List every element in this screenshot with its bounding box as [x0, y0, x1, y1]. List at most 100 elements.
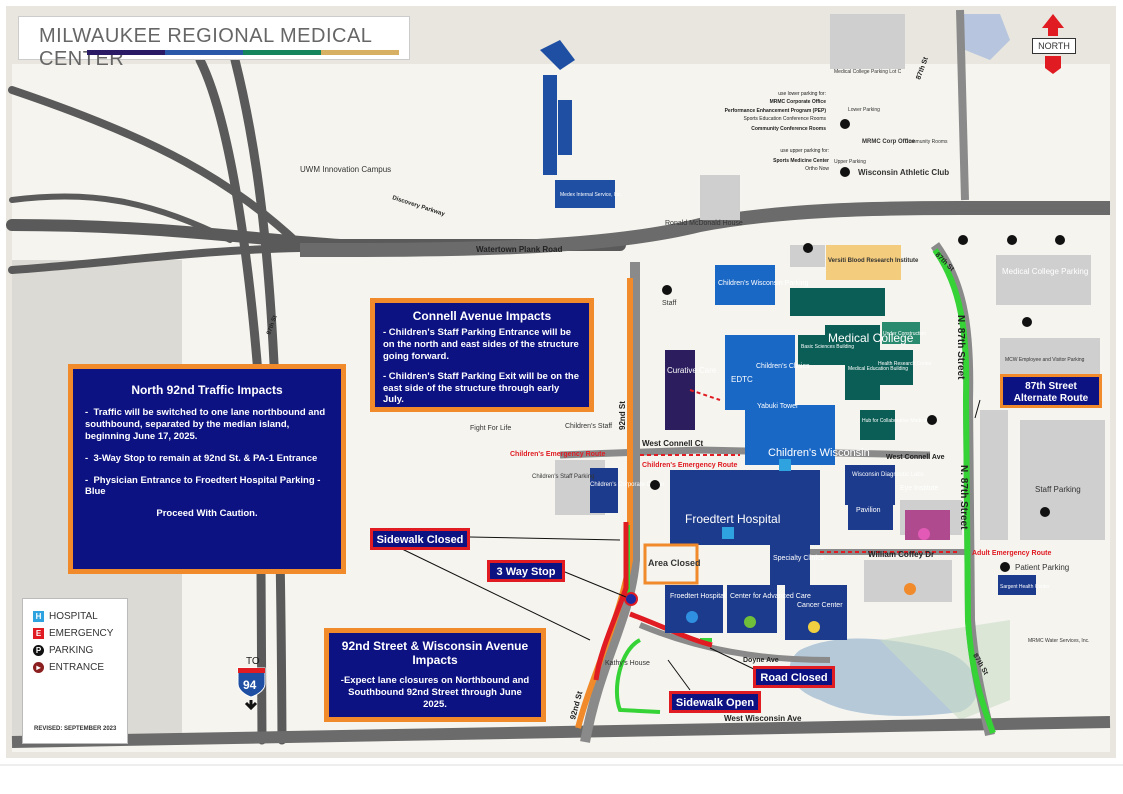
label-mcw-lotc: Medical College Parking Lot C: [834, 69, 902, 75]
wisconsin-body: -Expect lane closures on Northbound and …: [340, 675, 530, 710]
label-mrmc-water: MRMC Water Services, Inc.: [1028, 638, 1090, 644]
connell-title: Connell Avenue Impacts: [412, 309, 552, 323]
label-childrens-wisconsin: Children's Wisconsin: [768, 447, 870, 459]
highways: [6, 55, 626, 745]
froedtert-buildings: [590, 465, 1036, 640]
versiti-building: [826, 245, 901, 280]
hospital-markers: [722, 459, 791, 539]
i94-shield: [237, 667, 266, 711]
label-fight: Fight For Life: [470, 425, 511, 432]
label-wdl: Wisconsin Diagnostic Labs: [852, 472, 924, 478]
label-uwm: UWM Innovation Campus: [300, 165, 391, 174]
87th-north-road: [956, 9, 969, 201]
connell-p1: - Children's Staff Parking Entrance will…: [383, 327, 579, 362]
label-upper: Upper Parking: [834, 159, 866, 165]
title-bar-segment: [243, 50, 321, 55]
label-mcw-parking: Medical College Parking: [1002, 267, 1088, 276]
wisconsin-title: 92nd Street & Wisconsin Avenue Impacts: [341, 639, 529, 667]
note-lower-3: Community Conference Rooms: [751, 126, 826, 132]
street-childrens-er-2: Children's Emergency Route: [642, 462, 738, 469]
label-cw-clinics: Children's Clinics: [756, 363, 810, 370]
connell-road: [559, 446, 931, 459]
label-cw-parking: Children's Wisconsin Parking: [718, 280, 809, 287]
doyne-road: [638, 622, 831, 663]
watertown-plank-road: [299, 201, 1110, 257]
childrens-buildings: [715, 265, 835, 465]
note-upper-title: use upper parking for:: [780, 148, 829, 154]
i94-to: TO: [246, 656, 260, 667]
street-w-connell-ave: West Connell Ave: [886, 454, 945, 461]
title-bar-segment: [165, 50, 243, 55]
sidewalk-open-callout: Sidewalk Open: [669, 691, 761, 713]
north-92nd-item: - Physician Entrance to Froedtert Hospit…: [85, 474, 321, 498]
label-fh-small: Froedtert Hospital: [670, 593, 726, 600]
entrance-icon: ▸: [33, 662, 44, 673]
label-health-res: Health Research Center: [878, 361, 932, 367]
label-cs-staff: Children's Staff: [565, 423, 612, 430]
label-pavilion: Pavilion: [856, 507, 881, 514]
sidewalk-closed-callout: Sidewalk Closed: [370, 528, 470, 550]
label-ronald: Ronald McDonald House: [665, 220, 743, 227]
label-eye: Eye Institute: [900, 485, 939, 492]
street-87th-n-lower: N. 87th Street: [958, 465, 969, 530]
road-closed-callout: Road Closed: [753, 666, 835, 688]
label-mrmc-office: MRMC Corp Office: [862, 139, 916, 145]
map-title: MILWAUKEE REGIONAL MEDICAL CENTER: [39, 25, 372, 70]
medical-college-buildings: [790, 288, 913, 440]
title-bar-segment: [87, 50, 165, 55]
label-specialty-clinics: Specialty Clinics: [773, 555, 824, 562]
note-lower-2: Sports Education Conference Rooms: [743, 116, 826, 122]
north-92nd-panel: North 92nd Traffic Impacts - Traffic wil…: [68, 364, 346, 574]
hospital-icon: H: [33, 611, 44, 622]
area-closed-box: [643, 543, 699, 585]
title-color-bar: [87, 50, 399, 55]
street-w-wisconsin: West Wisconsin Ave: [724, 714, 802, 723]
north-92nd-title: North 92nd Traffic Impacts: [131, 383, 283, 397]
street-doyne: Doyne Ave: [743, 657, 779, 664]
north-92nd-item: - Traffic will be switched to one lane n…: [85, 407, 326, 442]
label-cw-corp: Children's Corporate Center: [590, 482, 665, 488]
map-title-box: MILWAUKEE REGIONAL MEDICAL CENTER: [18, 16, 410, 70]
note-upper-1: Ortho Now: [805, 166, 829, 172]
street-watertown: Watertown Plank Road: [476, 245, 562, 254]
label-yabuki: Yabuki Tower: [757, 403, 799, 410]
alt-route-callout: 87th Street Alternate Route: [1000, 374, 1102, 408]
street-adult-er: Adult Emergency Route: [972, 550, 1051, 557]
grey-buildings: [555, 14, 1105, 602]
label-edtc: EDTC: [731, 375, 753, 384]
callout-arrows: [399, 399, 981, 691]
label-hub: Hub for Collaborative Medicine: [862, 418, 931, 424]
green-87th-route: [932, 248, 996, 734]
note-upper-0: Sports Medicine Center: [773, 158, 829, 164]
wisconsin-panel: 92nd Street & Wisconsin Avenue Impacts -…: [324, 628, 546, 722]
street-87th-n: N. 87th Street: [955, 315, 966, 380]
street-childrens-er: Children's Emergency Route: [510, 451, 606, 458]
label-community: Community Rooms: [905, 139, 948, 145]
north-92nd-item: - 3-Way Stop to remain at 92nd St. & PA-…: [85, 452, 318, 464]
i94-num: 94: [243, 678, 257, 692]
92nd-street-road: [580, 262, 640, 743]
label-lower: Lower Parking: [848, 107, 880, 113]
pond-north: [960, 14, 1010, 60]
under-construction: [882, 322, 920, 344]
color-parking: [686, 528, 930, 633]
label-sargent: Sargent Health Center: [1000, 584, 1050, 590]
label-under-const: Under Construction: [883, 331, 926, 337]
north-buildings: [540, 40, 615, 208]
three-way-stop-callout: 3 Way Stop: [487, 560, 565, 582]
parking-icon: P: [33, 645, 44, 656]
note-lower-title: use lower parking for:: [778, 91, 826, 97]
connell-panel: Connell Avenue Impacts - Children's Staf…: [370, 298, 594, 412]
label-area-closed: Area Closed: [648, 558, 701, 568]
emergency-icon: E: [33, 628, 44, 639]
label-versiti: Versiti Blood Research Institute: [828, 258, 919, 264]
label-curative: Curative Care: [667, 366, 717, 375]
legend-entrance: ▸ENTRANCE: [33, 662, 127, 673]
label-cancer-center: Cancer Center: [797, 602, 843, 609]
revised-date: REVISED: SEPTEMBER 2023: [34, 726, 117, 732]
label-staff: Staff: [662, 300, 676, 307]
